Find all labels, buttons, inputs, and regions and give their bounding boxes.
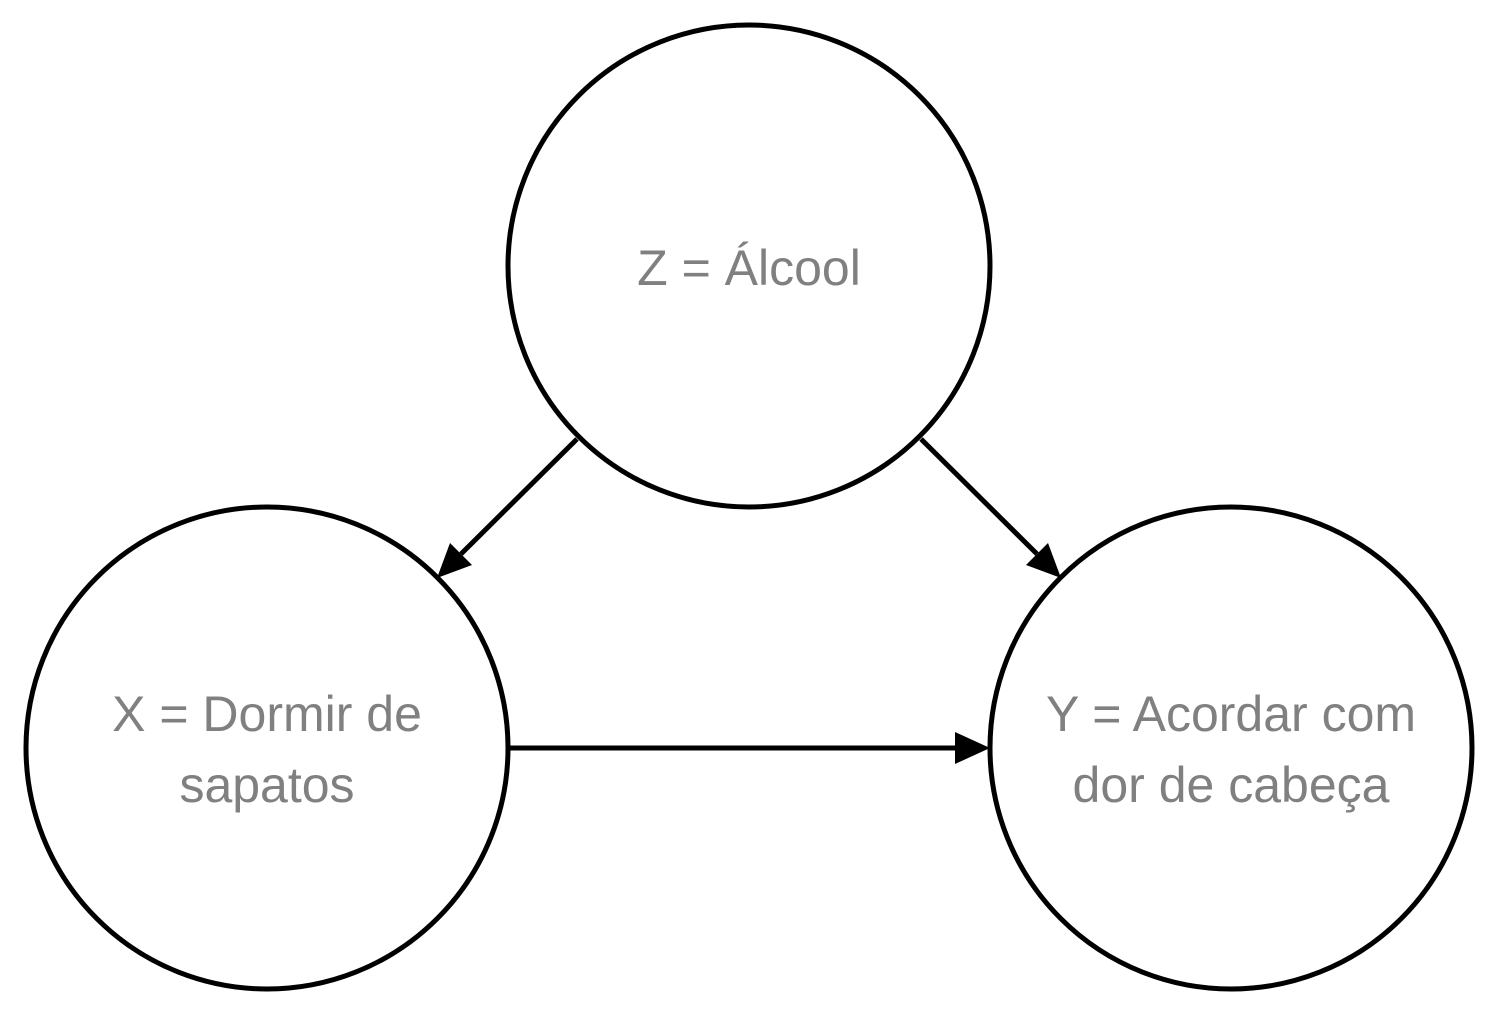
edge-z-to-y	[919, 437, 1061, 578]
edge-line	[459, 437, 579, 556]
arrowhead-icon	[955, 732, 990, 764]
node-label-line-2: dor de cabeça	[1073, 757, 1390, 813]
node-label-line-1: X = Dormir de	[112, 686, 422, 742]
node-y: Y = Acordar com dor de cabeça	[987, 504, 1475, 992]
node-circle	[23, 504, 511, 992]
node-circle	[505, 22, 993, 510]
node-z: Z = Álcool	[505, 22, 993, 510]
node-label-line-2: sapatos	[179, 757, 354, 813]
arrowhead-icon	[1026, 543, 1061, 578]
node-label-line-1: Y = Acordar com	[1046, 686, 1416, 742]
edge-x-to-y	[510, 732, 990, 764]
node-circle	[987, 504, 1475, 992]
edge-z-to-x	[437, 437, 579, 578]
node-label: Z = Álcool	[637, 240, 861, 296]
arrowhead-icon	[437, 543, 472, 578]
edge-line	[919, 437, 1039, 556]
node-x: X = Dormir de sapatos	[23, 504, 511, 992]
